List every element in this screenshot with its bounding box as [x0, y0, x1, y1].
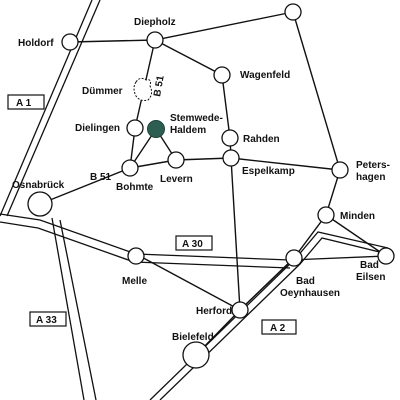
- label-bad-oeynhausen-line1: Bad: [296, 276, 315, 287]
- label-bohmte: Bohmte: [116, 182, 154, 193]
- town-marker-bielefeld: [182, 341, 210, 369]
- label-rahden: Rahden: [243, 134, 280, 145]
- town-marker-stemwede-highlight: [147, 120, 165, 138]
- town-marker-north: [284, 3, 302, 21]
- label-holdorf: Holdorf: [18, 38, 54, 49]
- svg-text:A 1: A 1: [16, 98, 32, 109]
- lake-duemmer: [133, 77, 153, 101]
- town-marker-bad-oeynhausen: [285, 249, 303, 267]
- town-marker-petershagen: [331, 161, 349, 179]
- label-b51-south: B 51: [90, 172, 112, 183]
- motorway-a2: [149, 231, 389, 400]
- label-minden: Minden: [340, 211, 375, 222]
- town-marker-bohmte: [121, 159, 139, 177]
- label-wagenfeld: Wagenfeld: [240, 70, 290, 81]
- label-b51-north: B 51: [152, 74, 167, 97]
- label-petershagen-line1: Peters-: [356, 160, 390, 171]
- label-dielingen: Dielingen: [75, 123, 120, 134]
- town-marker-wagenfeld: [213, 66, 231, 84]
- road-network: [39, 11, 387, 356]
- shield-a30: A 30: [175, 235, 213, 251]
- label-petershagen-line2: hagen: [356, 172, 385, 183]
- label-diepholz: Diepholz: [134, 17, 176, 28]
- label-melle: Melle: [122, 276, 147, 287]
- town-marker-levern: [167, 151, 185, 169]
- town-marker-diepholz: [146, 31, 164, 49]
- label-osnabrueck: Osnabrück: [12, 180, 65, 191]
- label-duemmer: Dümmer: [82, 86, 123, 97]
- shield-a1: A 1: [7, 94, 45, 110]
- town-marker-holdorf: [61, 33, 79, 51]
- shield-a2: A 2: [261, 319, 297, 335]
- town-labels: Holdorf Diepholz Dümmer Wagenfeld Dielin…: [12, 17, 390, 343]
- town-marker-herford: [231, 301, 249, 319]
- label-bielefeld: Bielefeld: [172, 332, 214, 343]
- motorway-a33: [51, 217, 97, 400]
- shield-a33: A 33: [29, 311, 67, 327]
- label-herford: Herford: [196, 306, 232, 317]
- town-marker-rahden: [221, 129, 239, 147]
- svg-text:A 33: A 33: [36, 315, 57, 326]
- town-markers: [27, 3, 395, 369]
- label-bad-eilsen-line2: Eilsen: [356, 272, 385, 283]
- label-espelkamp: Espelkamp: [242, 166, 295, 177]
- svg-text:A 30: A 30: [182, 239, 203, 250]
- town-marker-osnabrueck: [27, 191, 53, 217]
- label-haldem: Haldem: [170, 125, 206, 136]
- town-marker-dielingen: [126, 119, 144, 137]
- town-marker-minden: [317, 206, 335, 224]
- label-levern: Levern: [160, 174, 193, 185]
- motorway-a1: [0, 0, 101, 217]
- label-bad-oeynhausen-line2: Oeynhausen: [280, 288, 340, 299]
- town-marker-bad-eilsen: [377, 247, 395, 265]
- town-marker-melle: [127, 247, 145, 265]
- svg-text:A 2: A 2: [270, 323, 286, 334]
- label-stemwede: Stemwede-: [170, 113, 223, 124]
- label-bad-eilsen-line1: Bad: [360, 260, 379, 271]
- town-marker-espelkamp: [222, 149, 240, 167]
- road-shields: A 1 A 30 A 33 A 2: [7, 94, 297, 335]
